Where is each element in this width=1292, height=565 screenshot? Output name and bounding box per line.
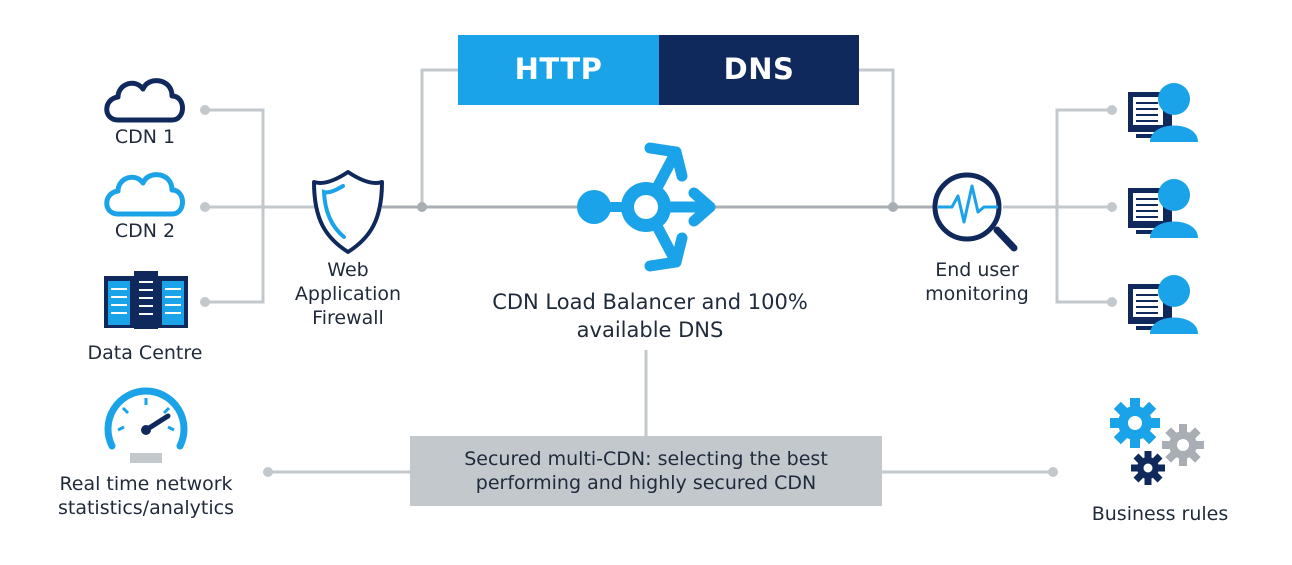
user-computer-icon-2 xyxy=(1128,179,1198,238)
shield-icon xyxy=(312,170,384,254)
business-rules-gears-icon xyxy=(1110,398,1204,485)
http-box xyxy=(458,35,659,105)
business-rules-label: Business rules xyxy=(1091,503,1229,525)
dns-box xyxy=(659,35,859,105)
multi-cdn-box: Secured multi-CDN: selecting the best pe… xyxy=(410,436,882,506)
speedometer-icon xyxy=(104,387,188,463)
load-balancer-icon xyxy=(577,142,716,272)
datacentre-label: Data Centre xyxy=(87,342,203,364)
analytics-label: Real time network statistics/analytics xyxy=(57,473,235,519)
monitoring-label: End user monitoring xyxy=(925,259,1029,305)
user-computer-icon-1 xyxy=(1128,83,1198,142)
dns-label: DNS xyxy=(723,52,795,86)
waf-label: Web Application Firewall xyxy=(294,259,402,329)
user-computer-icon-3 xyxy=(1128,275,1198,334)
cdn1-label: CDN 1 xyxy=(114,126,176,148)
load-balancer-label: CDN Load Balancer and 100% available DNS xyxy=(492,290,808,342)
connector-dots xyxy=(200,105,1117,477)
multi-cdn-label: Secured multi-CDN: selecting the best pe… xyxy=(464,448,828,494)
cdn1-cloud-icon xyxy=(104,78,185,123)
cdn2-label: CDN 2 xyxy=(114,220,176,242)
cdn2-cloud-icon xyxy=(104,172,185,217)
http-label: HTTP xyxy=(514,52,603,86)
monitoring-magnifier-icon xyxy=(932,172,1018,252)
datacentre-server-icon xyxy=(104,271,188,329)
